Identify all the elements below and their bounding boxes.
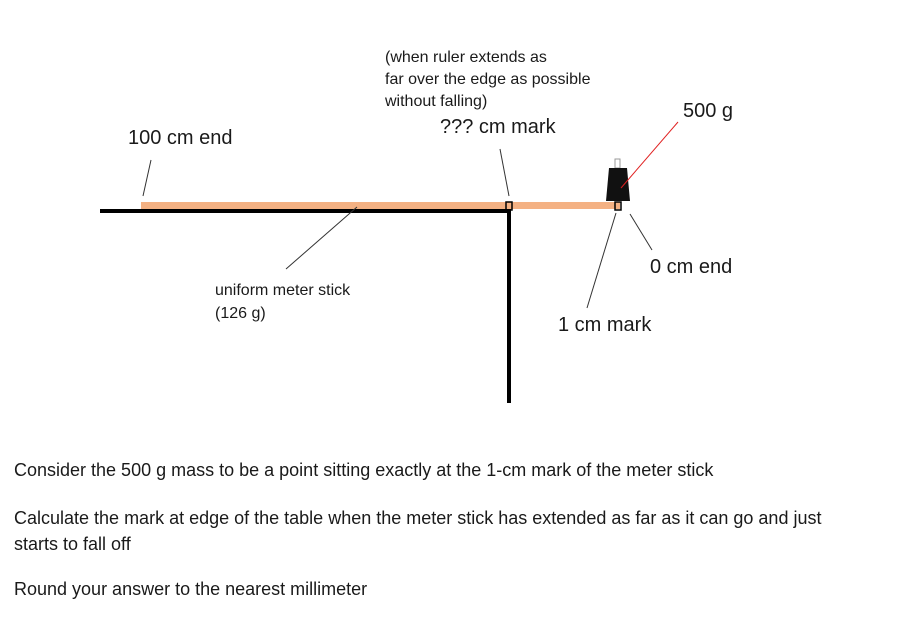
note-line-2: far over the edge as possible (385, 71, 591, 88)
pointer-mass (620, 121, 679, 189)
mass-block (606, 168, 630, 201)
diagram (100, 121, 679, 403)
one-cm-mark-tick (614, 201, 622, 211)
label-0cm-end: 0 cm end (650, 256, 733, 278)
pointer-meter-stick (285, 206, 358, 270)
note-line-3: without falling) (385, 93, 488, 110)
label-1cm-mark: 1 cm mark (558, 314, 652, 336)
label-100cm-end: 100 cm end (128, 127, 233, 149)
instruction-calculate-line-1: Calculate the mark at edge of the table … (14, 508, 822, 528)
instruction-calculate-line-2: starts to fall off (14, 534, 131, 554)
instruction-round: Round your answer to the nearest millime… (14, 579, 368, 599)
pointer-unknown-mark (499, 148, 510, 197)
mass-hook (614, 158, 621, 169)
stick-label-line-1: uniform meter stick (215, 282, 351, 299)
label-unknown-mark: ??? cm mark (440, 116, 556, 138)
instruction-point-mass: Consider the 500 g mass to be a point si… (14, 460, 714, 480)
pointer-100cm (142, 159, 152, 197)
note-line-1: (when ruler extends as (385, 49, 547, 66)
pointer-0cm (629, 213, 653, 251)
meter-stick (141, 202, 620, 209)
pointer-1cm (586, 212, 617, 309)
unknown-mark-tick (505, 201, 513, 211)
stick-label-line-2: (126 g) (215, 305, 266, 322)
label-mass: 500 g (683, 100, 734, 122)
